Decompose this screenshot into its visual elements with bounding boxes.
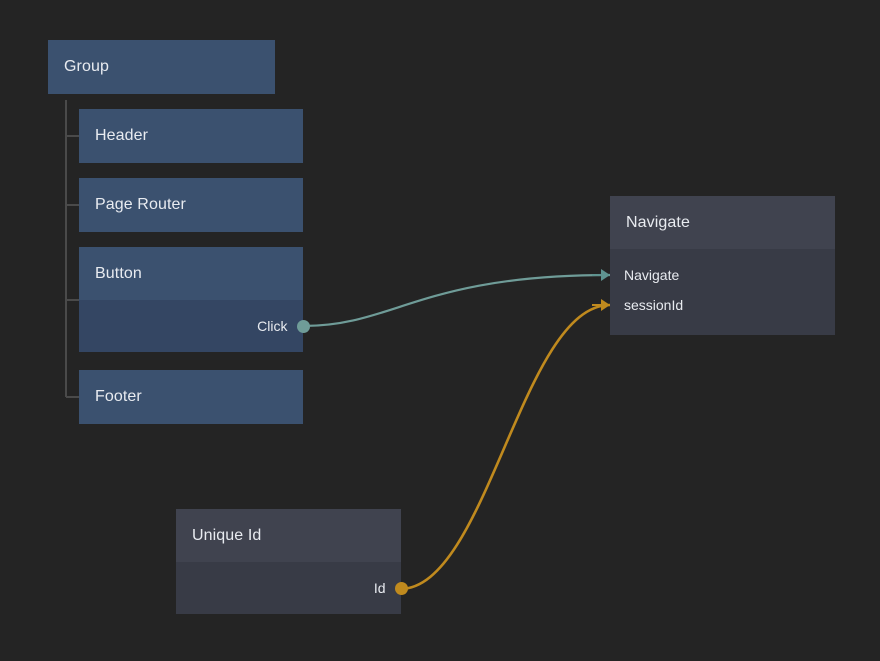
node-footer[interactable]: Footer (79, 370, 303, 424)
node-button-title: Button (95, 264, 142, 282)
port-navigate-navigate-label: Navigate (624, 267, 680, 283)
node-footer-header[interactable]: Footer (79, 370, 303, 424)
node-page-router[interactable]: Page Router (79, 178, 303, 232)
port-navigate-navigate[interactable]: Navigate (592, 265, 680, 285)
node-unique-id[interactable]: Unique Id Id (176, 509, 408, 614)
port-unique-id-id[interactable]: Id (373, 578, 408, 598)
port-navigate-sessionid-label: sessionId (624, 297, 684, 313)
node-unique-id-header[interactable]: Unique Id (176, 509, 401, 562)
port-button-click[interactable]: Click (257, 316, 310, 336)
port-navigate-sessionid[interactable]: sessionId (592, 295, 684, 315)
node-group[interactable]: Group (48, 40, 275, 94)
node-unique-id-title: Unique Id (192, 526, 262, 544)
node-group-title: Group (64, 58, 109, 75)
node-button-body: Click (79, 300, 310, 352)
node-button[interactable]: Button Click (79, 247, 310, 352)
port-unique-id-id-dot[interactable] (394, 581, 408, 595)
node-header-component-header[interactable]: Header (79, 109, 303, 163)
port-button-click-label: Click (257, 318, 288, 334)
node-navigate-header[interactable]: Navigate (610, 196, 835, 249)
node-header-component[interactable]: Header (79, 109, 303, 163)
node-navigate[interactable]: Navigate Navigate sessionId (592, 196, 835, 335)
node-navigate-body: Navigate sessionId (592, 249, 835, 335)
node-page-router-title: Page Router (95, 196, 186, 213)
node-group-header[interactable]: Group (48, 40, 275, 94)
port-navigate-navigate-arrow-icon[interactable] (592, 269, 610, 281)
node-footer-title: Footer (95, 388, 142, 405)
node-page-router-header[interactable]: Page Router (79, 178, 303, 232)
node-button-header[interactable]: Button (79, 247, 303, 300)
node-navigate-title: Navigate (626, 213, 690, 231)
edge-click-to-navigate (302, 273, 611, 328)
port-button-click-dot[interactable] (296, 319, 310, 333)
node-header-component-title: Header (95, 127, 149, 144)
port-navigate-sessionid-arrow-icon[interactable] (592, 299, 610, 311)
port-unique-id-id-label: Id (373, 580, 386, 596)
edge-id-to-sessionid (399, 303, 611, 591)
node-unique-id-body: Id (176, 562, 408, 614)
